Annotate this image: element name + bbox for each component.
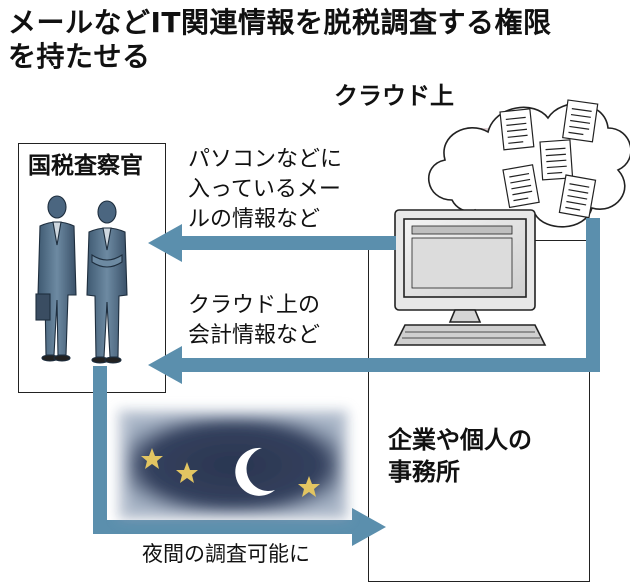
night-caption: 夜間の調査可能に [142,542,310,566]
office-label-2: 事務所 [388,458,460,486]
arrow-cloud-label-2: 会計情報など [188,323,321,348]
arrow-email-to-inspector [148,224,396,262]
inspector-label: 国税査察官 [28,153,143,179]
title-line-1: メールなどIT関連情報を脱税調査する権限 [8,6,552,39]
moon-icon [235,447,275,496]
office-label-1: 企業や個人の [388,426,532,454]
arrow-cloud-label-1: クラウド上の [188,293,321,318]
arrow-cloud-to-inspector [148,218,600,384]
cloud-label: クラウド上 [334,82,454,110]
night-sky [118,410,348,520]
arrow-inspector-to-office-night [93,366,386,546]
document-icon [499,99,599,219]
computer-icon [393,209,547,346]
person-icon [35,195,128,364]
title-line-2: を持たせる [8,40,151,73]
star-icon [141,448,320,497]
arrow-email-label-1: パソコンなどに [188,147,343,172]
arrow-email-label-3: ルの情報など [188,207,321,232]
arrow-email-label-2: 入っているメー [188,177,341,202]
